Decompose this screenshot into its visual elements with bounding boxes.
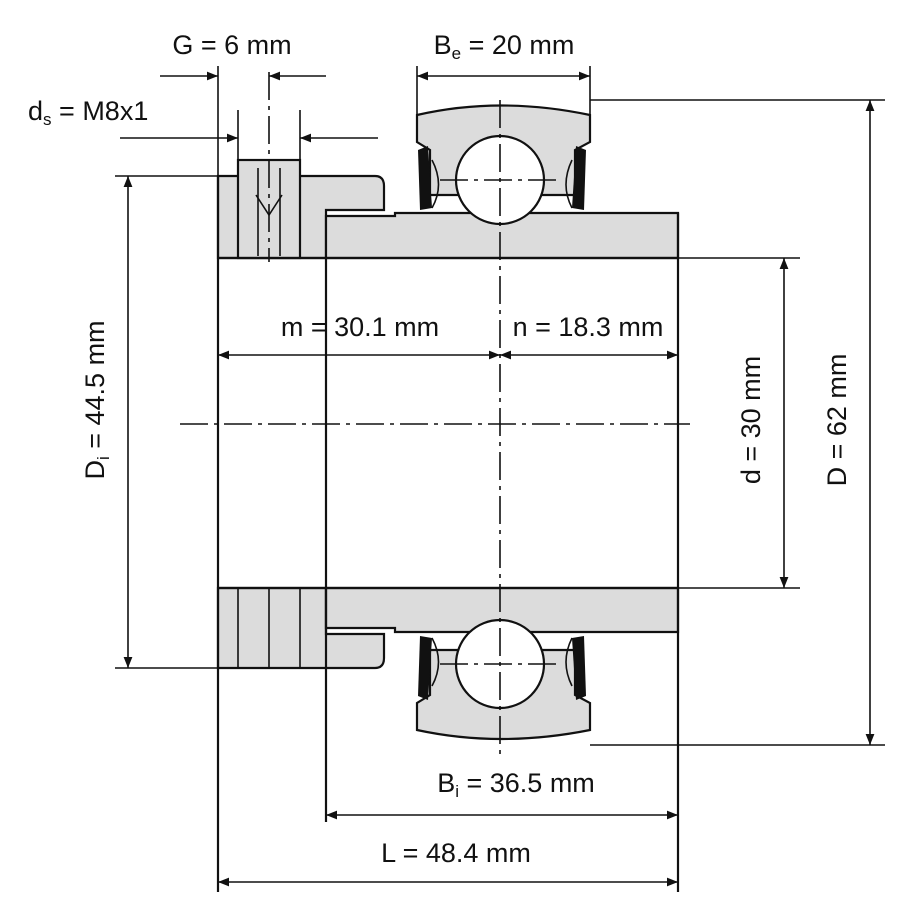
seal-left-upper	[418, 146, 432, 210]
label-m: m = 30.1 mm	[281, 312, 439, 342]
seal-right-upper	[572, 146, 586, 210]
label-ds: ds = M8x1	[28, 96, 148, 129]
dimension-labels: G = 6 mm ds = M8x1 Be = 20 mm Di = 44.5 …	[28, 30, 852, 868]
label-n: n = 18.3 mm	[513, 312, 664, 342]
label-d: d = 30 mm	[736, 356, 766, 484]
upper-section	[216, 104, 680, 260]
centre-lines	[180, 72, 690, 760]
dimension-lines	[120, 71, 875, 887]
label-G: G = 6 mm	[172, 30, 291, 60]
label-Bi: Bi = 36.5 mm	[437, 768, 595, 801]
label-Be: Be = 20 mm	[434, 30, 575, 63]
seal-right-lower	[572, 636, 586, 700]
label-L: L = 48.4 mm	[381, 838, 531, 868]
label-D: D = 62 mm	[822, 354, 852, 487]
seal-left-lower	[418, 636, 432, 700]
locking-collar-lower	[216, 586, 386, 670]
label-Di: Di = 44.5 mm	[80, 320, 113, 479]
bore-outline	[216, 176, 680, 892]
